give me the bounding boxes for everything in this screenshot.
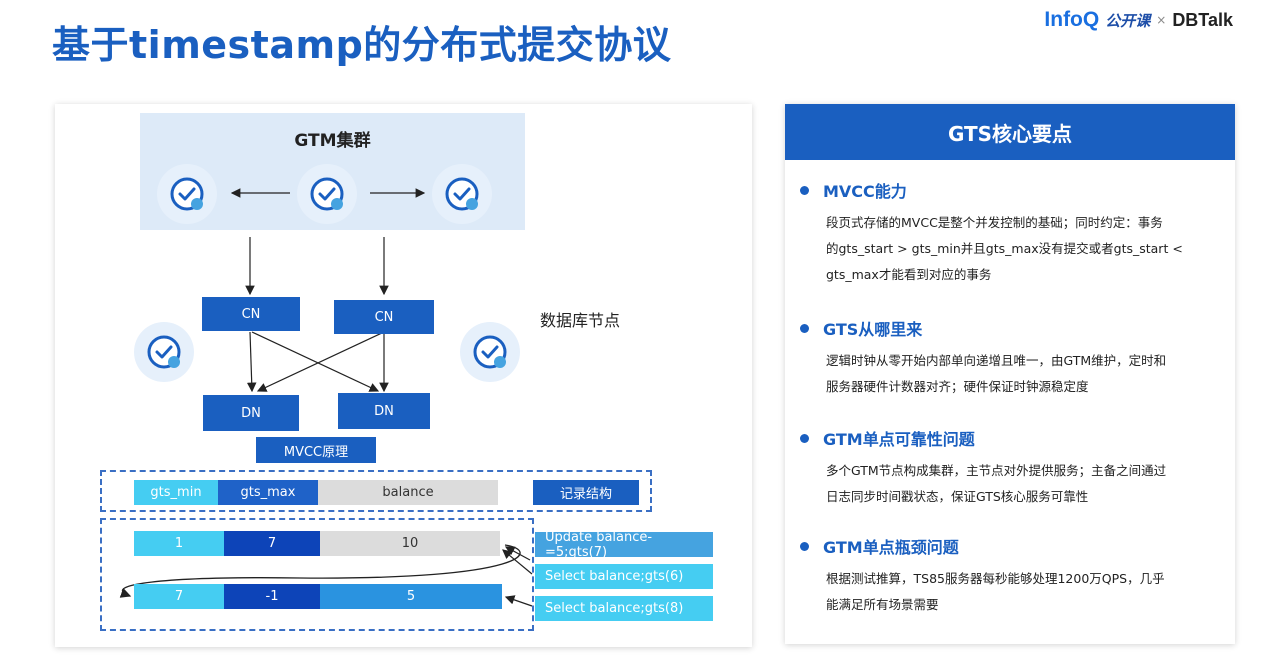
- annotation-label: Update balance-=5;gts(7): [535, 530, 713, 560]
- section-line: 段页式存储的MVCC是整个并发控制的基础；同时约定：事务: [826, 215, 1163, 230]
- section-line: 的gts_start > gts_min并且gts_max没有提交或者gts_s…: [826, 241, 1183, 256]
- cn-node: CN: [334, 300, 434, 334]
- section-gtm-reliability: GTM单点可靠性问题 多个GTM节点构成集群，主节点对外提供服务；主备之间通过 …: [785, 426, 1235, 510]
- record-structure-group: [100, 470, 652, 512]
- section-gts-source: GTS从哪里来 逻辑时钟从零开始内部单向递增且唯一，由GTM维护，定时和 服务器…: [785, 316, 1235, 400]
- db-nodes-label: 数据库节点: [540, 311, 621, 330]
- infoq-logo: InfoQ: [1044, 8, 1100, 31]
- gts-core-panel: GTS核心要点 MVCC能力 段页式存储的MVCC是整个并发控制的基础；同时约定…: [785, 104, 1235, 644]
- section-line: 服务器硬件计数器对齐；硬件保证时钟源稳定度: [826, 379, 1089, 394]
- gongkaike-logo: 公开课: [1105, 11, 1151, 30]
- record-header-cell: balance: [318, 480, 498, 505]
- clock-icon: [460, 322, 520, 382]
- bullet-icon: [800, 433, 809, 443]
- records-example-group: [100, 518, 534, 631]
- section-body: 根据测试推算，TS85服务器每秒能够处理1200万QPS，几乎 能满足所有场景需…: [785, 566, 1235, 618]
- record-cell: 7: [134, 584, 224, 609]
- section-line: gts_max才能看到对应的事务: [826, 267, 992, 282]
- section-line: 多个GTM节点构成集群，主节点对外提供服务；主备之间通过: [826, 463, 1167, 478]
- section-line: 能满足所有场景需要: [826, 597, 939, 612]
- section-line: 逻辑时钟从零开始内部单向递增且唯一，由GTM维护，定时和: [826, 353, 1167, 368]
- record-header-cell: gts_min: [134, 480, 218, 505]
- bullet-icon: [800, 185, 809, 195]
- section-title: GTM单点瓶颈问题: [823, 538, 959, 557]
- clock-icon: [134, 322, 194, 382]
- section-line: 日志同步时间戳状态，保证GTS核心服务可靠性: [826, 489, 1089, 504]
- section-body: 段页式存储的MVCC是整个并发控制的基础；同时约定：事务 的gts_start …: [785, 210, 1235, 288]
- section-gtm-bottleneck: GTM单点瓶颈问题 根据测试推算，TS85服务器每秒能够处理1200万QPS，几…: [785, 534, 1235, 618]
- section-body: 逻辑时钟从零开始内部单向递增且唯一，由GTM维护，定时和 服务器硬件计数器对齐；…: [785, 348, 1235, 400]
- dbtalk-logo: DBTalk: [1172, 9, 1233, 30]
- clock-icon: [297, 164, 357, 224]
- logo-separator: ×: [1156, 13, 1167, 27]
- section-body: 多个GTM节点构成集群，主节点对外提供服务；主备之间通过 日志同步时间戳状态，保…: [785, 458, 1235, 510]
- clock-icon: [432, 164, 492, 224]
- section-title: MVCC能力: [823, 182, 907, 201]
- section-mvcc: MVCC能力 段页式存储的MVCC是整个并发控制的基础；同时约定：事务 的gts…: [785, 178, 1235, 288]
- record-cell: 1: [134, 531, 224, 556]
- record-cell: -1: [224, 584, 320, 609]
- mvcc-label: MVCC原理: [256, 437, 376, 463]
- logo-group: InfoQ 公开课 × DBTalk: [1044, 8, 1233, 32]
- annotation-label: Select balance;gts(6): [535, 564, 713, 589]
- section-line: 根据测试推算，TS85服务器每秒能够处理1200万QPS，几乎: [826, 571, 1165, 586]
- bullet-icon: [800, 541, 809, 551]
- record-structure-label: 记录结构: [533, 480, 639, 505]
- page-title: 基于timestamp的分布式提交协议: [52, 23, 672, 67]
- clock-icon: [157, 164, 217, 224]
- record-cell: 7: [224, 531, 320, 556]
- record-cell: 5: [320, 584, 502, 609]
- section-title: GTM单点可靠性问题: [823, 430, 975, 449]
- dn-node: DN: [203, 395, 299, 431]
- gts-core-header: GTS核心要点: [785, 104, 1235, 160]
- bullet-icon: [800, 323, 809, 333]
- cn-node: CN: [202, 297, 300, 331]
- dn-node: DN: [338, 393, 430, 429]
- annotation-label: Select balance;gts(8): [535, 596, 713, 621]
- section-title: GTS从哪里来: [823, 320, 923, 339]
- gtm-cluster-label: GTM集群: [294, 131, 371, 151]
- record-cell: 10: [320, 531, 500, 556]
- record-header-cell: gts_max: [218, 480, 318, 505]
